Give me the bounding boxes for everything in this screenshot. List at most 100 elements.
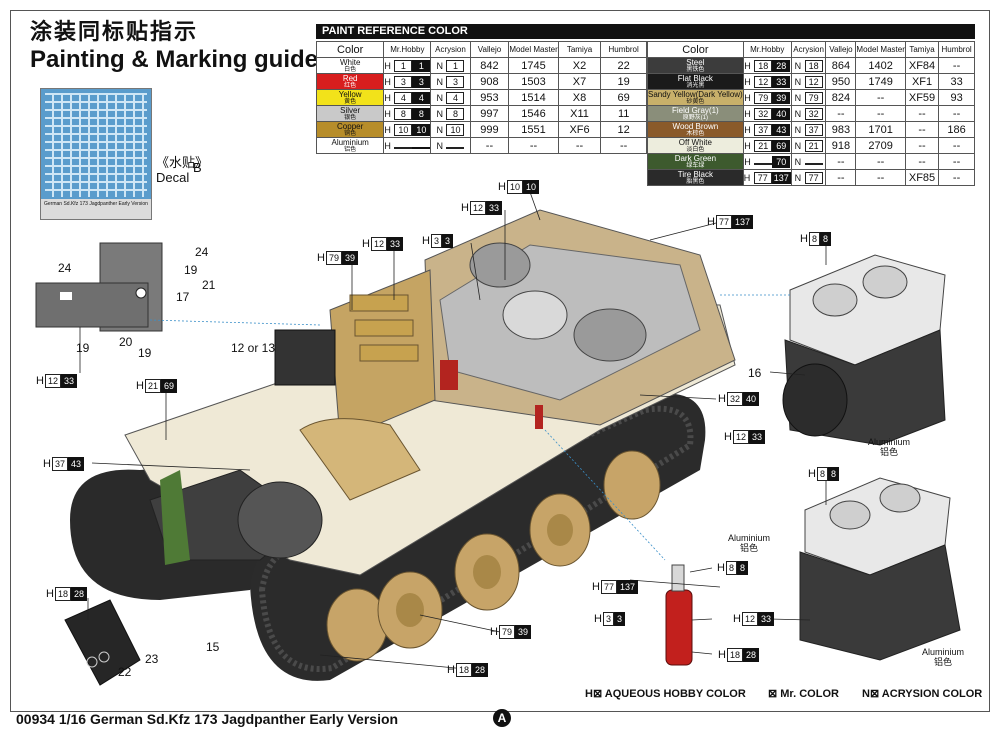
humbrol-cell: -- xyxy=(938,169,975,186)
legend-mr-color: ⊠ Mr. COLOR xyxy=(768,688,839,700)
part-number-15: 15 xyxy=(206,640,220,654)
color-swatch-cell: Field Gray(1)原野灰(1) xyxy=(647,105,744,122)
engine-drawing-upper xyxy=(782,254,946,446)
part-number-17: 17 xyxy=(176,290,190,304)
part-number-20: 20 xyxy=(119,335,133,349)
mr-hobby-cell: H xyxy=(383,137,432,154)
decal-grid xyxy=(45,93,147,197)
legend-acrysion: N⊠ ACRYSION COLOR xyxy=(862,688,983,700)
paint-reference-title: PAINT REFERENCE COLOR xyxy=(316,24,975,39)
column-header: Mr.Hobby xyxy=(742,41,792,58)
decal-label: 《水贴》 Decal xyxy=(156,155,208,185)
tamiya-cell: -- xyxy=(904,121,940,138)
hull-parts-drawing xyxy=(35,242,163,332)
acrysion-cell: N xyxy=(430,137,471,154)
footer-title: 00934 1/16 German Sd.Kfz 173 Jagdpanther… xyxy=(16,711,399,727)
part-number-24b: 24 xyxy=(58,261,72,275)
tamiya-cell: XF59 xyxy=(904,89,940,106)
vallejo-cell: 983 xyxy=(825,121,857,138)
title-chinese: 涂装同标贴指示 xyxy=(30,20,199,45)
part-number-16: 16 xyxy=(748,366,762,380)
mm-cell: -- xyxy=(855,169,906,186)
vallejo-cell: 908 xyxy=(469,73,510,90)
part-number-19c: 19 xyxy=(138,346,152,360)
part-number-19b: 19 xyxy=(76,341,90,355)
part-number-19a: 19 xyxy=(184,263,198,277)
part-number-24a: 24 xyxy=(195,245,209,259)
page-letter: A xyxy=(493,709,511,727)
hull-body xyxy=(124,209,736,576)
column-header: Color xyxy=(647,41,744,58)
leader-lines xyxy=(79,191,827,671)
part-number-22: 22 xyxy=(118,665,132,679)
title-english: Painting & Marking guide xyxy=(30,46,319,73)
box-drawing xyxy=(64,599,141,686)
part-number-12-or-13: 12 or 13 xyxy=(231,341,276,355)
mm-cell: 2709 xyxy=(855,137,906,154)
mm-cell: -- xyxy=(508,137,559,154)
legend-aqueous: H⊠ AQUEOUS HOBBY COLOR xyxy=(585,688,746,700)
humbrol-cell: -- xyxy=(600,137,647,154)
decal-sheet-caption: German Sd.Kfz 173 Jagdpanther Early Vers… xyxy=(41,199,151,219)
decal-letter: B xyxy=(193,160,202,175)
fire-extinguisher-drawing xyxy=(665,564,693,666)
dashed-detail-lines xyxy=(149,294,790,561)
decal-sheet-thumbnail: German Sd.Kfz 173 Jagdpanther Early Vers… xyxy=(40,88,152,220)
